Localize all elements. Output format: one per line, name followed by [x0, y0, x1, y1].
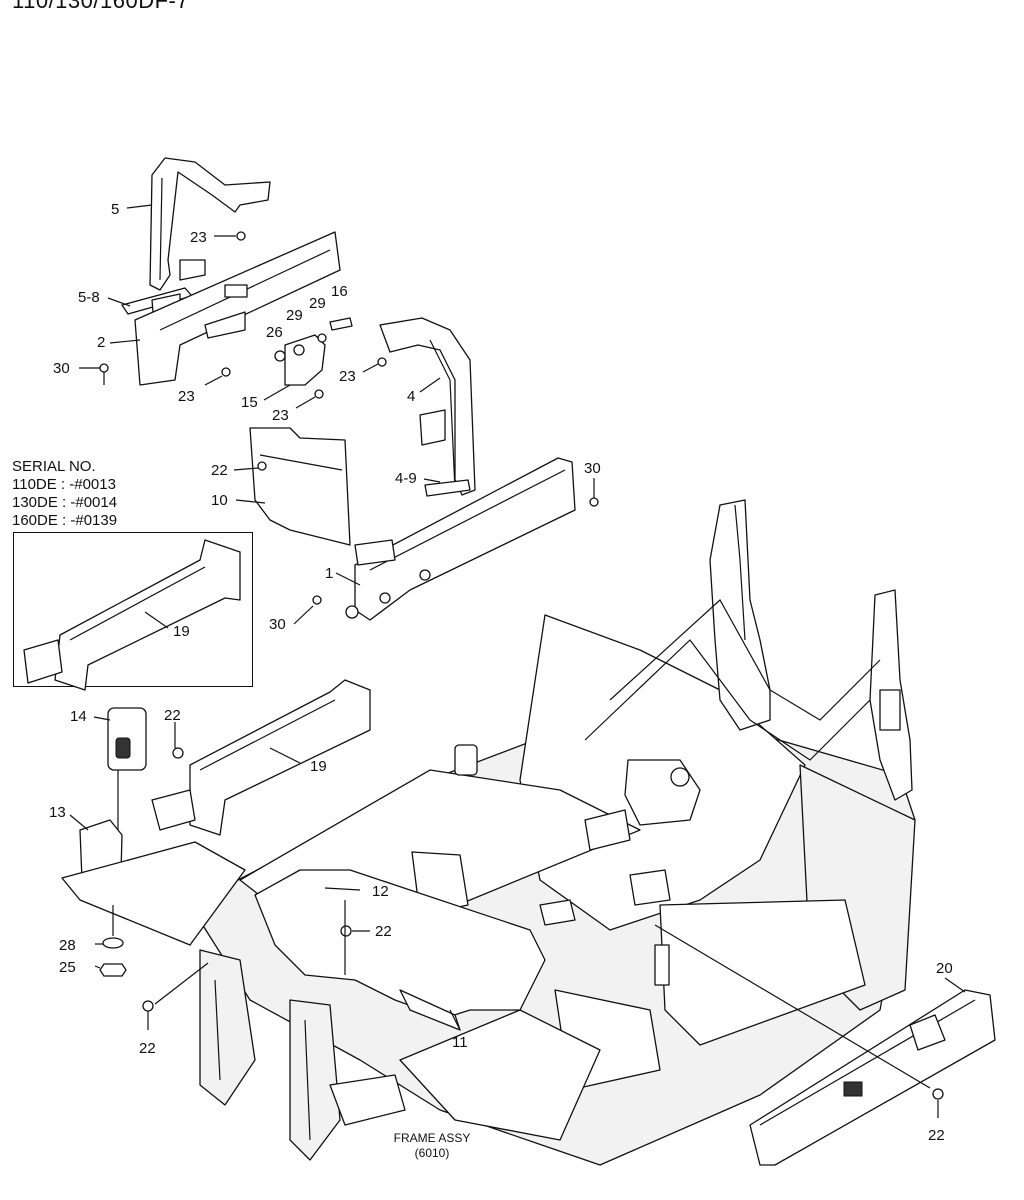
bolt-23a [236, 231, 246, 241]
callout-29: 29 [286, 307, 303, 324]
bolt-30a [99, 363, 109, 373]
bolt-30c [312, 595, 322, 605]
serial-heading: SERIAL NO. [12, 458, 96, 475]
part-11-cover [254, 869, 546, 1031]
callout-5: 5 [111, 201, 119, 218]
callout-1: 1 [325, 565, 333, 582]
callout-13: 13 [49, 804, 66, 821]
callout-14: 14 [70, 708, 87, 725]
callout-28: 28 [59, 937, 76, 954]
part-20-rail [749, 989, 996, 1166]
bolt-22d [142, 1000, 154, 1012]
callout-26: 26 [266, 324, 283, 341]
bolt-23b [221, 367, 231, 377]
callout-2: 2 [97, 334, 105, 351]
callout-29: 29 [309, 295, 326, 312]
callout-23: 23 [178, 388, 195, 405]
callout-25: 25 [59, 959, 76, 976]
part-2-rail-bracket [134, 231, 341, 386]
leader-lines [69, 204, 966, 1118]
callout-22: 22 [139, 1040, 156, 1057]
callout-20: 20 [936, 960, 953, 977]
frame-assy-caption: FRAME ASSY [394, 1131, 471, 1145]
part-4-handle [379, 317, 476, 497]
part-13-mount [61, 819, 246, 946]
part-15-clip [274, 317, 353, 386]
callout-4-9: 4-9 [395, 470, 417, 487]
callout-5-8: 5-8 [78, 289, 100, 306]
part-10-plate [249, 427, 351, 546]
callout-22: 22 [375, 923, 392, 940]
callout-22: 22 [928, 1127, 945, 1144]
callout-30: 30 [53, 360, 70, 377]
bolt-23c [314, 389, 324, 399]
main-frame-body [189, 499, 916, 1166]
fasteners [99, 231, 944, 1100]
serial-line-130de: 130DE : -#0014 [12, 494, 118, 511]
callout-15: 15 [241, 394, 258, 411]
part-19-guard [151, 679, 371, 836]
callout-10: 10 [211, 492, 228, 509]
washer-28 [102, 937, 124, 949]
callout-numbers: 5 23 5-8 2 30 23 26 29 29 16 15 23 23 4 … [49, 201, 953, 1144]
serial-line-160de: 160DE : -#0139 [12, 512, 118, 529]
callout-22: 22 [164, 707, 181, 724]
callout-23: 23 [272, 407, 289, 424]
callout-12: 12 [372, 883, 389, 900]
page-title: 110/130/160DF-7 [12, 0, 190, 13]
bolt-22c [340, 925, 352, 937]
callout-30: 30 [269, 616, 286, 633]
bolt-23d [377, 357, 387, 367]
callout-22: 22 [211, 462, 228, 479]
callout-11: 11 [452, 1034, 468, 1051]
callout-19: 19 [310, 758, 327, 775]
part-19-guard-variant [23, 539, 241, 691]
callout-30: 30 [584, 460, 601, 477]
frame-assy-code: (6010) [415, 1146, 450, 1160]
callout-23: 23 [190, 229, 207, 246]
callout-16: 16 [331, 283, 348, 300]
nut-25 [99, 963, 127, 977]
bolt-22e [932, 1088, 944, 1100]
bolt-22b [172, 747, 184, 759]
callout-23: 23 [339, 368, 356, 385]
serial-variant-box [13, 532, 253, 687]
callout-4: 4 [407, 388, 415, 405]
serial-line-110de: 110DE : -#0013 [12, 476, 116, 493]
part-1-rail [345, 457, 576, 621]
callout-19: 19 [173, 623, 190, 640]
bolt-22a [257, 461, 267, 471]
serial-number-note: SERIAL NO. 110DE : -#0013 130DE : -#0014… [12, 458, 117, 530]
bolt-30b [589, 497, 599, 507]
